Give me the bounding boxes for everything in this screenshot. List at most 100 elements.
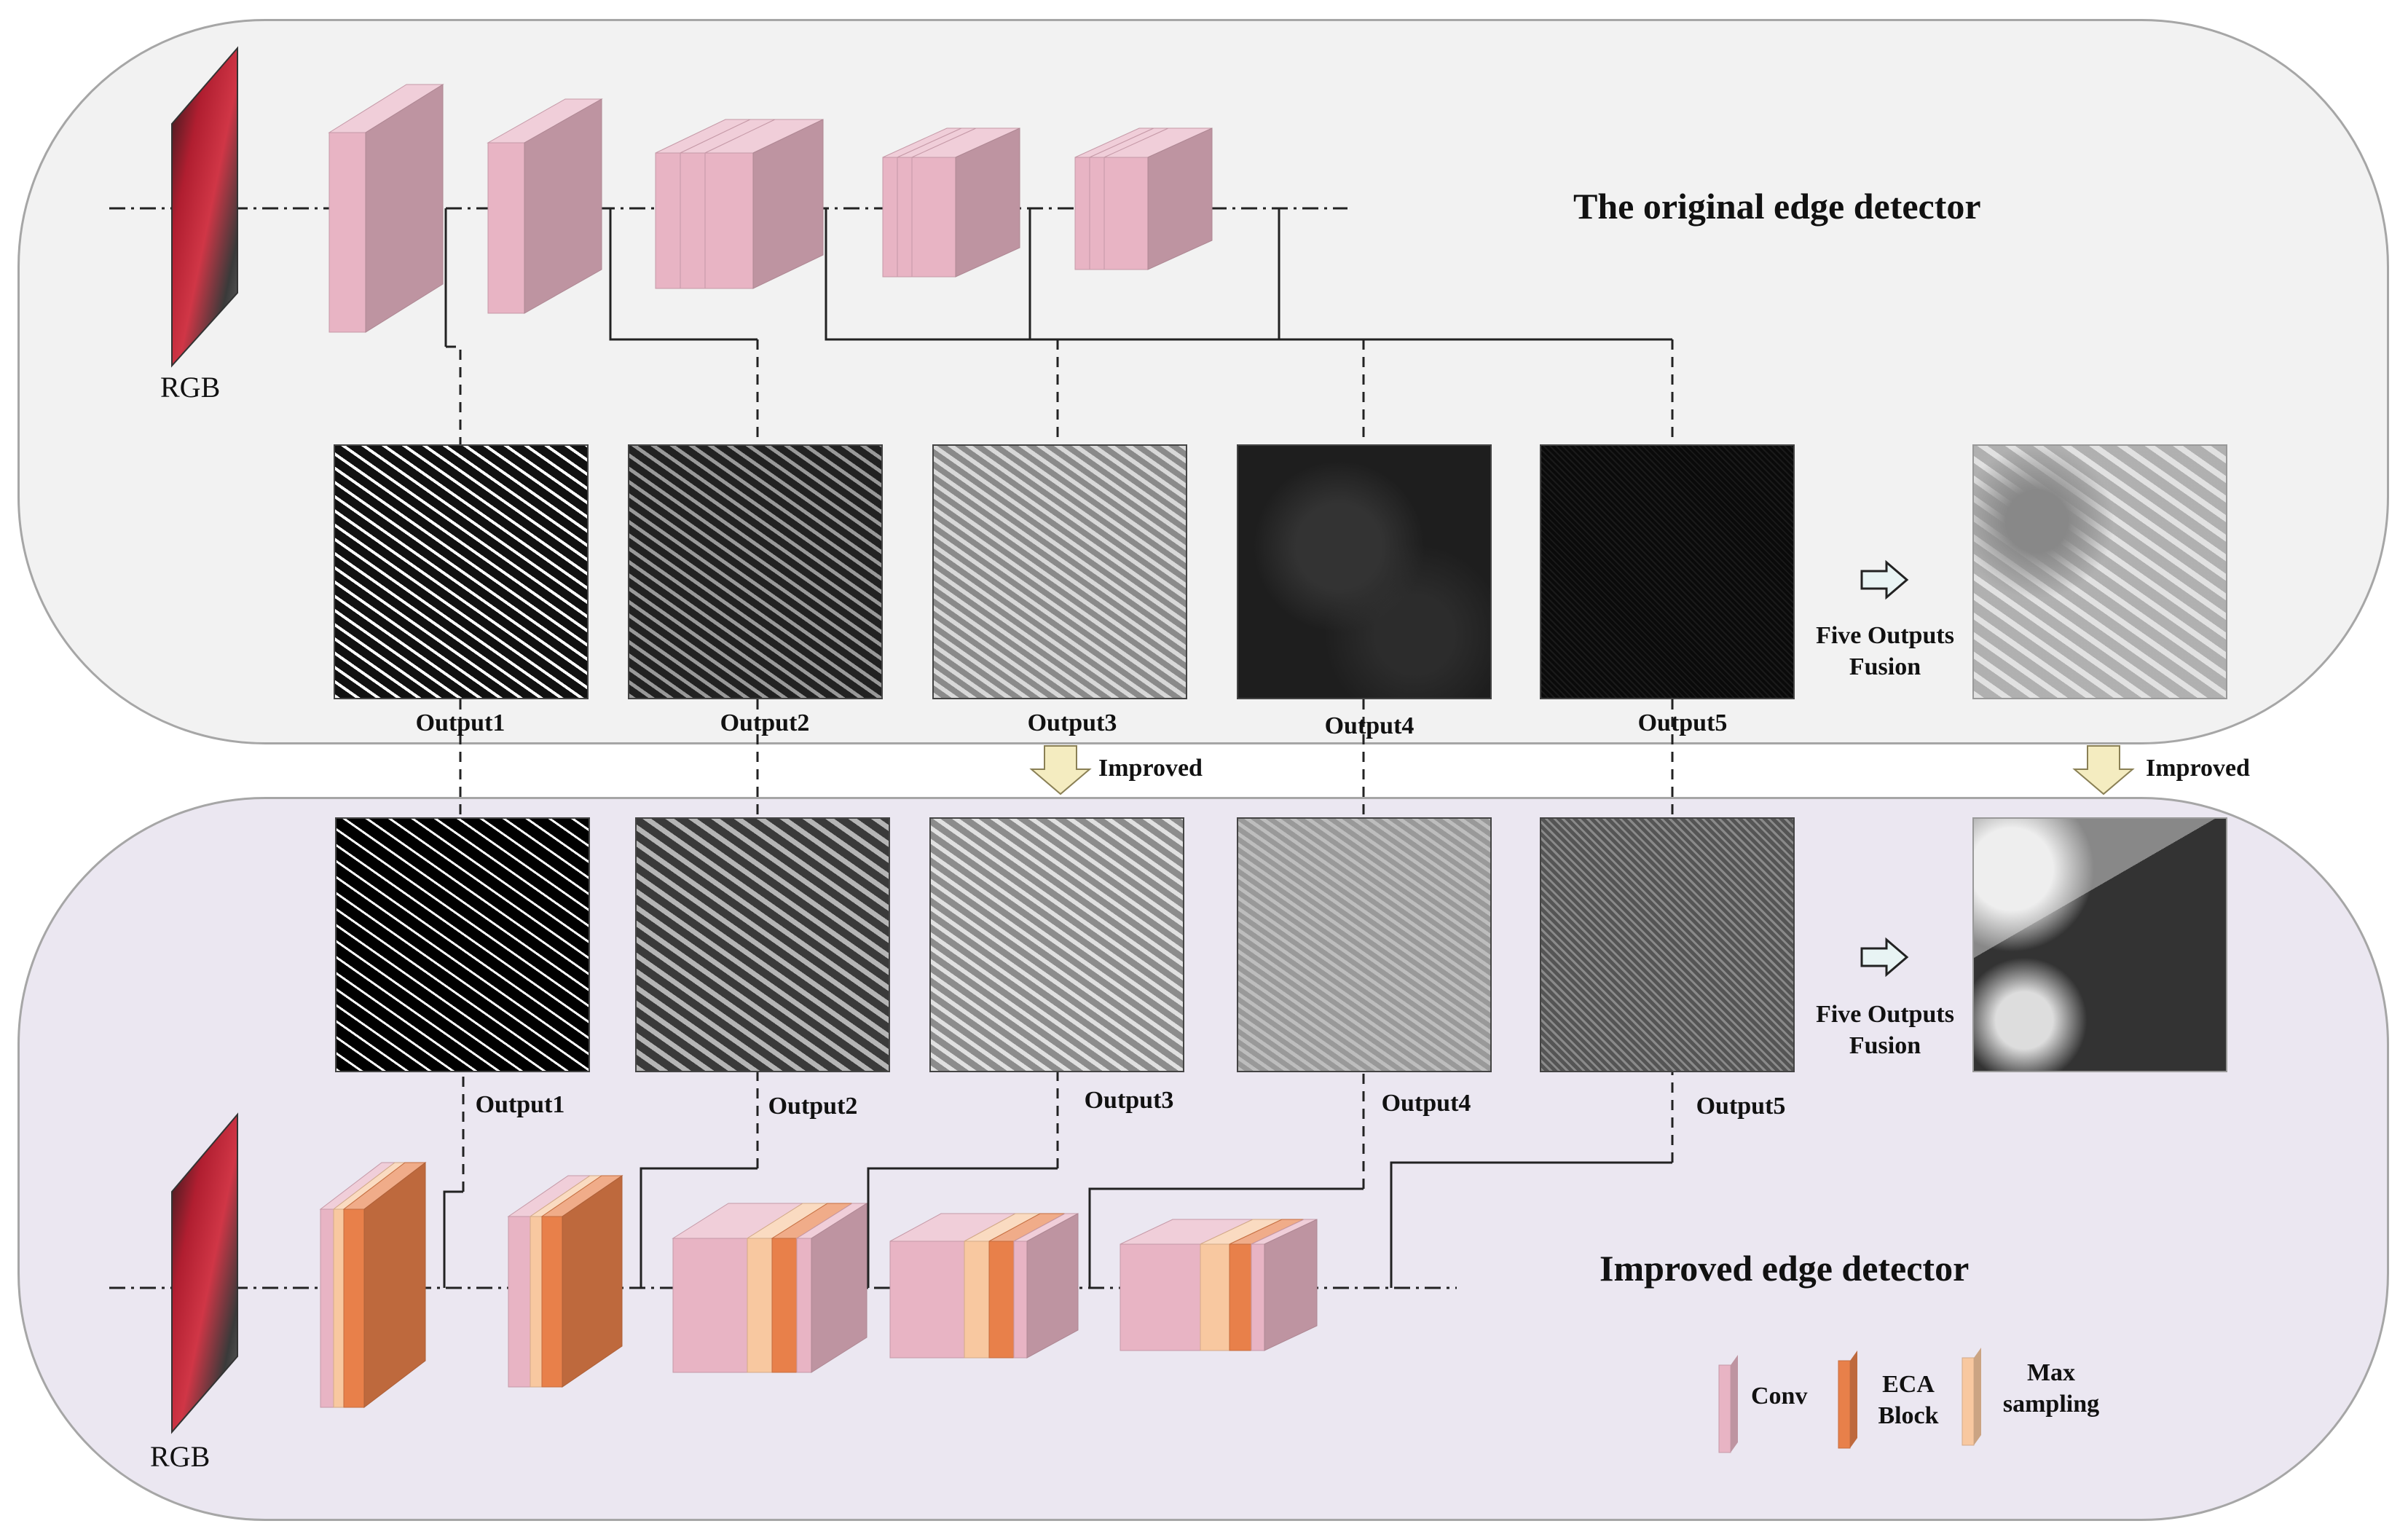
orig-conn-1-dash (446, 345, 462, 444)
fusion-label-line1: Five Outputs (1816, 622, 1954, 649)
legend-max-line1: Max (2026, 1359, 2076, 1386)
original-fusion-label: Five Outputs Fusion (1816, 621, 1954, 683)
original-output1-label: Output1 (415, 709, 505, 736)
original-block-4-front-3 (911, 157, 956, 278)
improved-block-5-front-2 (1200, 1243, 1230, 1351)
improved-block-3-front-3 (771, 1238, 798, 1373)
original-fusion-arrow (1860, 559, 1909, 600)
improved-output2-label: Output2 (768, 1093, 858, 1120)
original-block-5-front-1 (1074, 157, 1090, 270)
original-block-4-front-1 (882, 157, 898, 278)
impr-conn-5-solid (1390, 1161, 1672, 1288)
improved-detector-title: Improved edge detector (1600, 1248, 1970, 1289)
original-block-1-front-1 (328, 132, 366, 333)
original-block-5-side (1147, 127, 1213, 270)
original-output3-image (932, 444, 1187, 699)
orig-conn-5-solid (1278, 208, 1672, 341)
original-block-4-side (955, 127, 1020, 278)
improved-block-1-front-1 (320, 1208, 334, 1408)
improved-output3-label: Output3 (1084, 1087, 1174, 1114)
original-output5-label: Output5 (1637, 709, 1728, 736)
original-output5-image (1540, 444, 1795, 699)
legend-conv-swatch-front (1718, 1364, 1731, 1453)
legend-conv-swatch-side (1731, 1355, 1738, 1453)
impr-conn-1-solid (443, 1190, 463, 1288)
original-output4-label: Output4 (1324, 712, 1414, 739)
improved-arrow-label-1: Improved (1098, 755, 1203, 782)
improved-output4-label: Output4 (1381, 1090, 1471, 1117)
fusion-label-line2: Fusion (1849, 1031, 1921, 1059)
improved-block-4-front-3 (988, 1241, 1015, 1359)
improved-down-arrow-2 (2072, 745, 2135, 795)
improved-fusion-arrow (1860, 937, 1909, 978)
original-block-1-side (365, 84, 444, 333)
legend-max-label: Max sampling (2003, 1358, 2099, 1420)
improved-arrow-label-2: Improved (2146, 755, 2250, 782)
legend-max-swatch-front (1962, 1357, 1975, 1446)
original-block-2-front-1 (487, 142, 525, 314)
improved-block-5-front-4 (1251, 1243, 1265, 1351)
original-output1-image (334, 444, 589, 699)
improved-fusion-image (1972, 817, 2227, 1072)
improved-block-3-front-2 (747, 1238, 773, 1373)
improved-output2-image (635, 817, 890, 1072)
original-output2-label: Output2 (720, 709, 810, 736)
legend-eca-swatch-side (1850, 1351, 1857, 1448)
improved-down-arrow-1 (1029, 745, 1092, 795)
improved-output5-image (1540, 817, 1795, 1072)
legend-eca-line2: Block (1878, 1402, 1939, 1429)
improved-block-2-front-1 (508, 1216, 531, 1388)
original-block-3-front-3 (704, 152, 754, 289)
improved-output5-label: Output5 (1696, 1093, 1786, 1120)
improved-block-4-front-2 (964, 1241, 990, 1359)
orig-conn-3-solid (825, 208, 1058, 341)
impr-conn-3-solid (867, 1167, 1058, 1288)
original-rgb-label: RGB (160, 371, 221, 404)
legend-conv-label: Conv (1751, 1383, 1808, 1410)
original-block-3-front-2 (680, 152, 706, 289)
original-output2-image (628, 444, 883, 699)
improved-output1-image (335, 817, 590, 1072)
improved-block-4-front-1 (889, 1241, 965, 1359)
original-detector-title: The original edge detector (1573, 186, 1981, 227)
legend-max-swatch-side (1974, 1348, 1981, 1445)
impr-conn-4-solid (1088, 1187, 1364, 1288)
original-block-2-side (524, 98, 602, 314)
legend-eca-label: ECA Block (1878, 1369, 1938, 1431)
improved-block-3-front-4 (796, 1238, 812, 1373)
improved-block-5-front-1 (1120, 1243, 1201, 1351)
legend-max-line2: sampling (2002, 1390, 2100, 1418)
original-fusion-image (1972, 444, 2227, 699)
impr-conn-2-solid (640, 1167, 758, 1288)
improved-block-2-front-2 (530, 1216, 543, 1388)
original-output3-label: Output3 (1027, 709, 1117, 736)
improved-block-1-side (363, 1161, 426, 1409)
improved-output1-label: Output1 (475, 1091, 565, 1118)
improved-block-3-front-1 (672, 1238, 748, 1373)
improved-block-4-side (1026, 1213, 1079, 1359)
original-block-3-side (752, 119, 824, 289)
improved-block-3-side (811, 1203, 867, 1373)
improved-rgb-label: RGB (150, 1440, 210, 1473)
improved-output3-image (929, 817, 1184, 1072)
improved-output4-image (1237, 817, 1492, 1072)
improved-block-5-side (1264, 1219, 1318, 1351)
improved-block-4-front-4 (1013, 1241, 1028, 1359)
improved-block-2-front-3 (541, 1216, 563, 1388)
orig-conn-4-solid (1028, 208, 1364, 341)
original-block-4-front-2 (897, 157, 913, 278)
improved-block-5-front-3 (1229, 1243, 1252, 1351)
legend-eca-line1: ECA (1882, 1371, 1935, 1398)
original-output4-image (1237, 444, 1492, 699)
fusion-label-line2: Fusion (1849, 653, 1921, 680)
original-block-5-front-2 (1089, 157, 1105, 270)
original-rgb-input (171, 46, 238, 368)
improved-rgb-input (171, 1112, 238, 1434)
improved-block-1-front-3 (343, 1208, 365, 1408)
original-block-3-front-1 (655, 152, 681, 289)
improved-block-2-side (562, 1175, 623, 1388)
legend-eca-swatch-front (1838, 1360, 1851, 1449)
orig-conn-2-solid (609, 208, 758, 341)
improved-fusion-label: Five Outputs Fusion (1816, 999, 1954, 1061)
